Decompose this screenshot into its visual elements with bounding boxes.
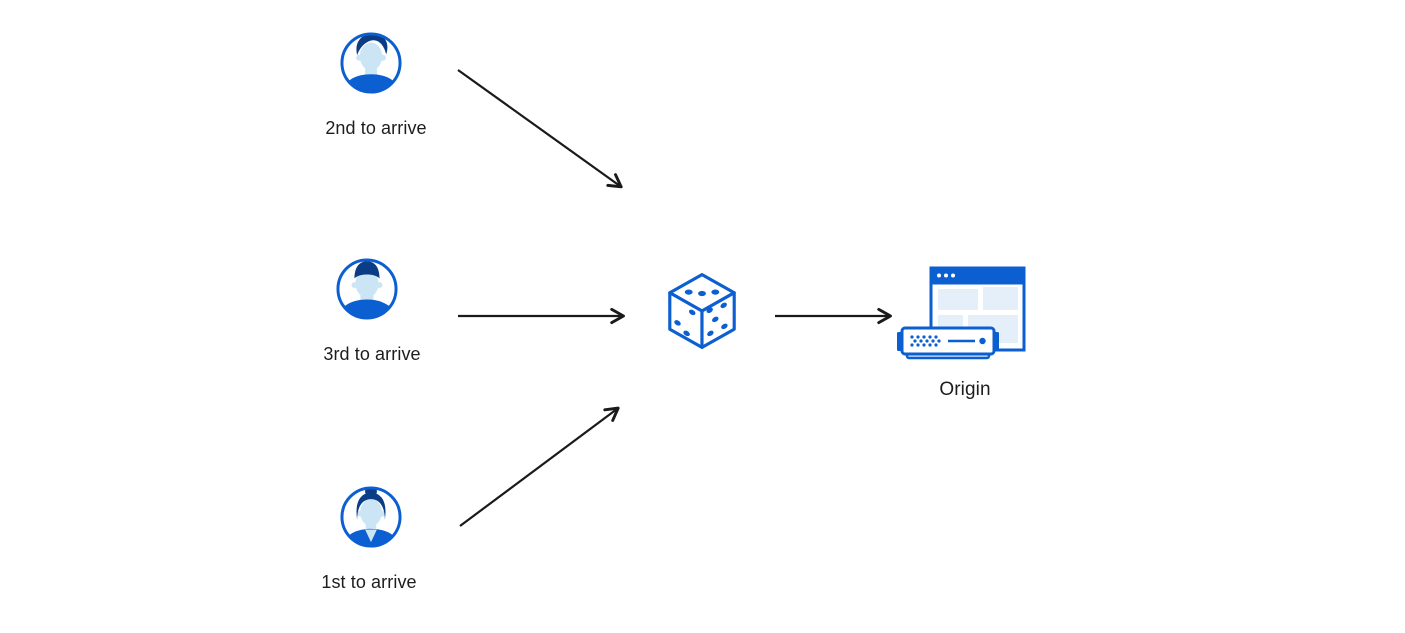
dice-icon [667, 271, 737, 351]
visitor-top-label: 2nd to arrive [325, 118, 427, 138]
avatar-woman-bun-icon [338, 484, 404, 550]
arrow-visitor-top-to-dice [457, 69, 623, 189]
avatar-man-swept-hair-icon [338, 30, 404, 96]
visitor-middle-label: 3rd to arrive [323, 344, 421, 364]
visitor-bottom-label: 1st to arrive [321, 572, 417, 592]
origin-server-browser-icon [895, 258, 1035, 368]
avatar-man-short-hair-icon [334, 256, 400, 322]
arrow-visitor-bottom-to-dice [459, 406, 620, 527]
origin-label: Origin [939, 379, 991, 400]
